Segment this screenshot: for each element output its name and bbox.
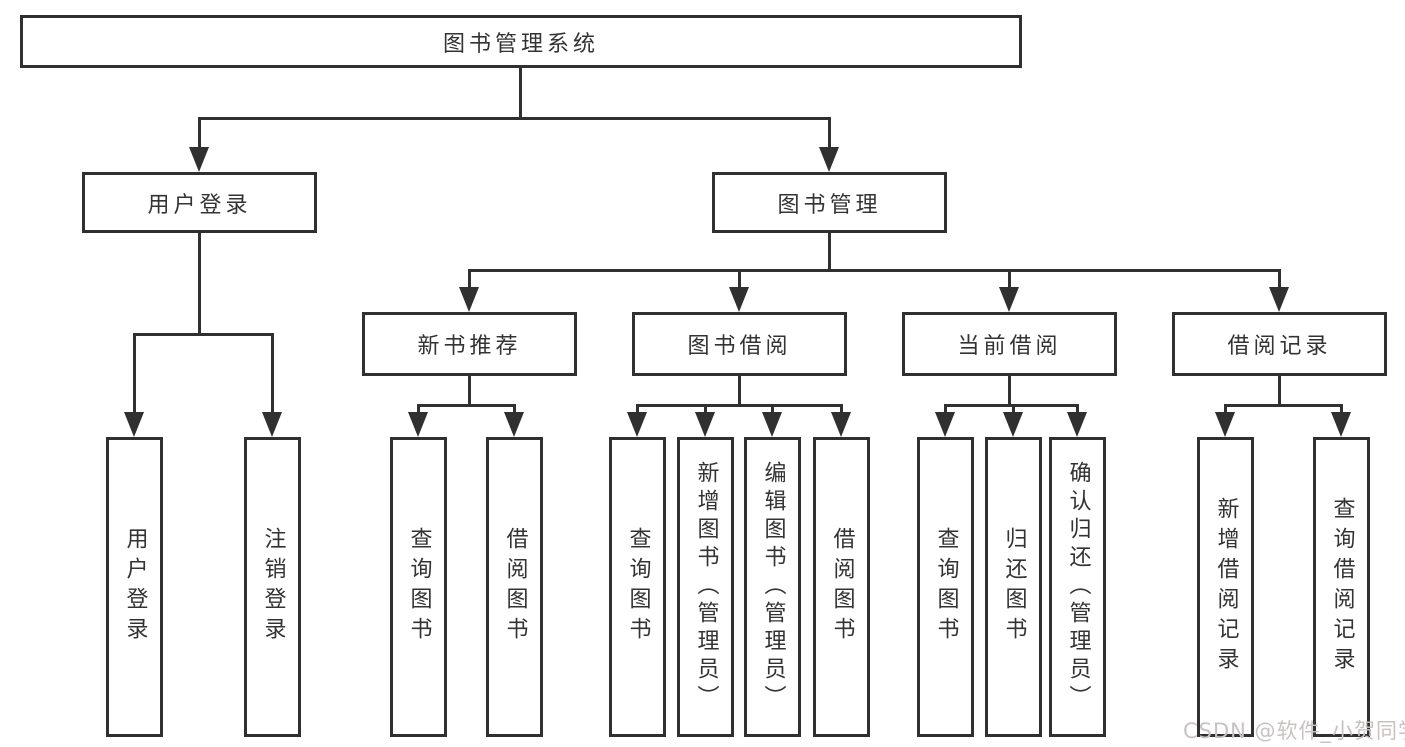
connector-groupD-rail bbox=[944, 404, 1079, 407]
arrowhead-down-icon bbox=[1215, 412, 1235, 437]
node-book-management: 图书管理 bbox=[712, 172, 947, 233]
leaf-logout: 注销登录 bbox=[244, 437, 301, 737]
connector-groupC-stem bbox=[738, 376, 741, 407]
connector-l1-rail bbox=[198, 117, 831, 120]
arrowhead-down-icon bbox=[762, 412, 782, 437]
leaf-add-borrow-record: 新增借阅记录 bbox=[1197, 437, 1254, 737]
arrowhead-down-icon bbox=[1067, 412, 1087, 437]
connector-groupC-drop-2 bbox=[704, 404, 707, 416]
leaf-confirm-return-admin: 确认归还（管理员） bbox=[1049, 437, 1106, 737]
connector-l2-drop-1 bbox=[468, 269, 471, 289]
arrowhead-down-icon bbox=[627, 412, 647, 437]
leaf-query-books-recommend: 查询图书 bbox=[390, 437, 447, 737]
connector-groupC-drop-3 bbox=[771, 404, 774, 416]
connector-l2-drop-3 bbox=[1008, 269, 1011, 289]
connector-groupE-stem bbox=[1278, 376, 1281, 407]
connector-groupB-stem bbox=[468, 376, 471, 407]
connector-groupE-drop-2 bbox=[1340, 404, 1343, 416]
connector-l2-drop-2 bbox=[738, 269, 741, 289]
arrowhead-down-icon bbox=[1331, 412, 1351, 437]
node-current-borrow: 当前借阅 bbox=[902, 312, 1117, 376]
arrowhead-down-icon bbox=[189, 147, 209, 172]
leaf-return-books: 归还图书 bbox=[985, 437, 1042, 737]
connector-bookmgmt-stem bbox=[828, 233, 831, 272]
connector-l2-drop-4 bbox=[1278, 269, 1281, 289]
connector-l1-drop-right bbox=[828, 117, 831, 149]
leaf-user-login: 用户登录 bbox=[106, 437, 163, 737]
leaf-query-borrow-record: 查询借阅记录 bbox=[1313, 437, 1370, 737]
leaf-query-books-borrow: 查询图书 bbox=[609, 437, 666, 737]
arrowhead-down-icon bbox=[935, 412, 955, 437]
leaf-add-book-admin: 新增图书（管理员） bbox=[677, 437, 734, 737]
node-borrow-records: 借阅记录 bbox=[1172, 312, 1387, 376]
node-root: 图书管理系统 bbox=[20, 15, 1022, 68]
arrowhead-down-icon bbox=[408, 412, 428, 437]
arrowhead-down-icon bbox=[831, 412, 851, 437]
connector-userlogin-drop-2 bbox=[271, 333, 274, 413]
connector-root-stem bbox=[519, 68, 522, 120]
connector-groupC-drop-4 bbox=[840, 404, 843, 416]
arrowhead-down-icon bbox=[729, 287, 749, 312]
connector-groupD-stem bbox=[1008, 376, 1011, 407]
connector-l2-rail bbox=[468, 269, 1281, 272]
node-new-book-recommend: 新书推荐 bbox=[362, 312, 577, 376]
connector-groupC-drop-1 bbox=[636, 404, 639, 416]
connector-groupE-drop-1 bbox=[1224, 404, 1227, 416]
leaf-borrow-books-borrow: 借阅图书 bbox=[813, 437, 870, 737]
arrowhead-down-icon bbox=[695, 412, 715, 437]
leaf-query-books-current: 查询图书 bbox=[917, 437, 974, 737]
csdn-watermark: CSDN @软件_小贺同学 bbox=[1183, 719, 1405, 743]
connector-groupD-drop-2 bbox=[1012, 404, 1015, 416]
node-user-login: 用户登录 bbox=[82, 172, 317, 233]
connector-userlogin-rail bbox=[133, 333, 274, 336]
connector-l1-drop-left bbox=[198, 117, 201, 149]
node-book-borrow: 图书借阅 bbox=[632, 312, 847, 376]
connector-groupD-drop-3 bbox=[1076, 404, 1079, 416]
arrowhead-down-icon bbox=[124, 412, 144, 437]
arrowhead-down-icon bbox=[819, 147, 839, 172]
connector-groupB-rail bbox=[417, 404, 516, 407]
arrowhead-down-icon bbox=[1269, 287, 1289, 312]
connector-groupE-rail bbox=[1224, 404, 1343, 407]
arrowhead-down-icon bbox=[504, 412, 524, 437]
connector-groupB-drop-2 bbox=[513, 404, 516, 416]
arrowhead-down-icon bbox=[1003, 412, 1023, 437]
leaf-edit-book-admin: 编辑图书（管理员） bbox=[744, 437, 801, 737]
arrowhead-down-icon bbox=[262, 412, 282, 437]
connector-groupD-drop-1 bbox=[944, 404, 947, 416]
connector-groupB-drop-1 bbox=[417, 404, 420, 416]
connector-groupC-rail bbox=[636, 404, 843, 407]
connector-userlogin-stem bbox=[198, 233, 201, 336]
arrowhead-down-icon bbox=[999, 287, 1019, 312]
leaf-borrow-books-recommend: 借阅图书 bbox=[486, 437, 543, 737]
arrowhead-down-icon bbox=[459, 287, 479, 312]
connector-userlogin-drop-1 bbox=[133, 333, 136, 413]
